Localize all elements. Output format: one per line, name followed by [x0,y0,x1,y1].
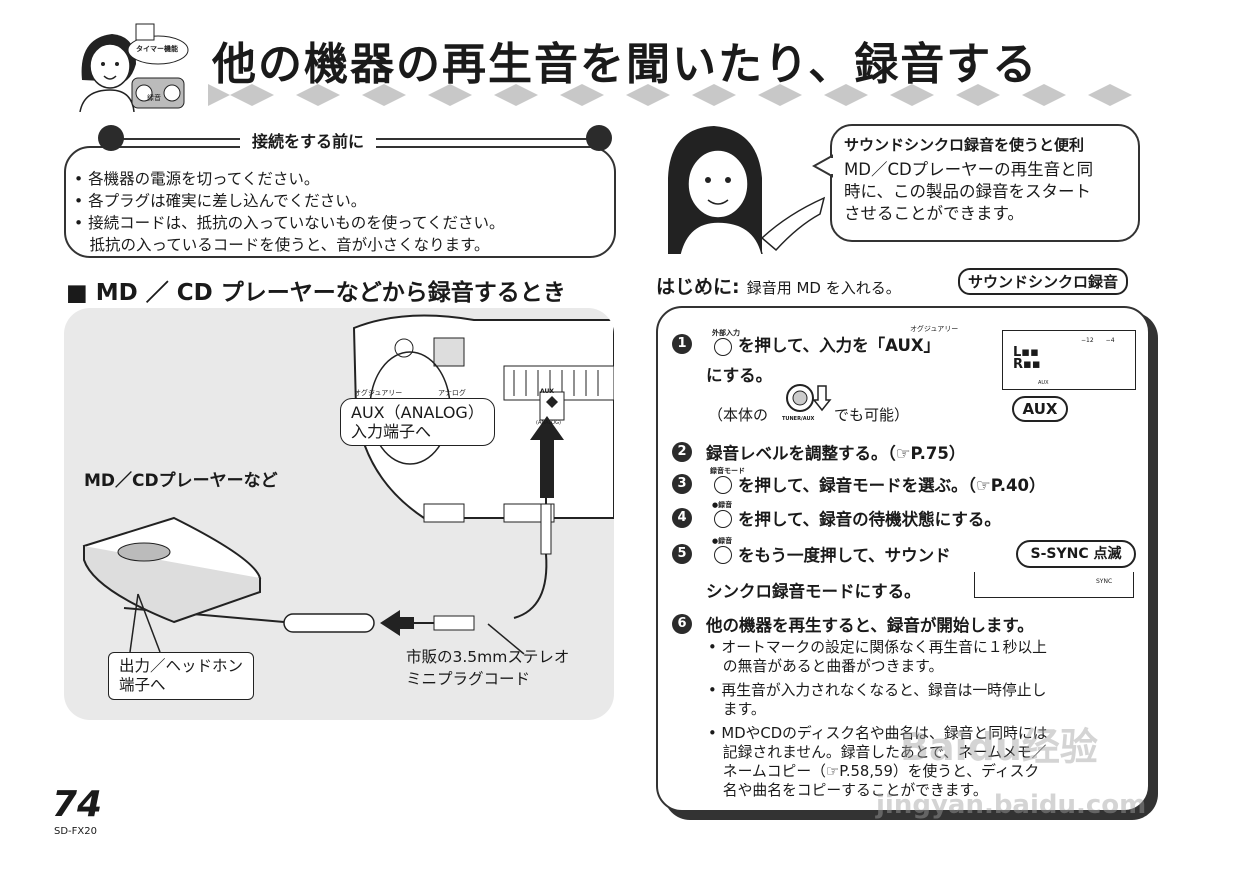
display-panel: L▪▪R▪▪ −12 −4 [1002,330,1136,390]
pin-icon [98,125,124,151]
step-number-icon: 4 [672,508,692,528]
step4-text: を押して、録音の待機状態にする。 [738,510,1001,529]
rec-mode-button-icon [714,476,732,494]
record-button-icon [714,546,732,564]
lr-meter-icon: L▪▪R▪▪ [1013,345,1041,372]
mascot-illustration [79,23,189,112]
intro-label: はじめに: [656,276,740,298]
prep-line: 抵抗の入っているコードを使うと、音が小さくなります。 [74,236,490,254]
rec-mode-label: 録音モード [710,467,745,475]
bubble-line: MD／CDプレーヤーの再生音と同 [844,160,1094,179]
sound-sync-tag: サウンドシンクロ録音 [958,268,1129,295]
model-number: SD-FX20 [54,826,97,837]
step6-bullet: 記録されません。録音したあとで、ネームメモ／ [708,744,1047,761]
prep-line: • 接続コードは、抵抗の入っていないものを使ってください。 [74,214,505,232]
pin-icon [586,125,612,151]
prep-title: 接続をする前に [240,128,377,152]
output-line2: 端子へ [119,676,166,694]
step1-alt-pre: （本体の [708,406,769,424]
step-number-icon: 6 [672,614,692,634]
step-number-icon: 2 [672,442,692,462]
prep-line: • 各プラグは確実に差し込んでください。 [74,192,367,210]
output-line1: 出力／ヘッドホン [119,657,244,675]
s-sync-pill: S-SYNC 点滅 [1016,540,1136,568]
page-number: 74 [52,784,103,825]
aux-ruby: オグジュアリー [910,325,959,333]
page-title: 他の機器の再生音を聞いたり、録音する [212,39,1039,90]
prep-notice-box: • 各機器の電源を切ってください。 • 各プラグは確実に差し込んでください。 •… [64,146,616,258]
step5-text: をもう一度押して、サウンド [738,546,951,565]
device-label: MD／CDプレーヤーなど [84,471,278,491]
display-aux-text: AUX [1038,380,1049,386]
step2-text: 録音レベルを調整する。（☞P.75） [706,444,966,463]
step1-text: を押して、入力を「AUX」 [738,336,941,355]
external-input-label: 外部入力 [712,329,740,337]
section-heading: ■ MD ／ CD プレーヤーなどから録音するとき [66,280,566,306]
external-input-button-icon [714,338,732,356]
step3-text: を押して、録音モードを選ぶ。（☞P.40） [738,476,1046,495]
step6-bullet: の無音があると曲番がつきます。 [708,658,944,675]
step6-bullet: ます。 [708,701,766,718]
steps-panel: 1 外部入力 オグジュアリー を押して、入力を「AUX」 にする。 （本体の T… [656,306,1150,812]
display-meter-scale: −12 −4 [1081,337,1115,344]
bubble-line: 時に、この製品の録音をスタート [844,182,1092,201]
analog-ruby: アナログ [438,389,466,397]
step5-text2: シンクロ録音モードにする。 [706,582,921,601]
step6-bullet: 名や曲名をコピーすることができます。 [708,782,988,799]
sync-display [974,572,1134,598]
jack-label: AUX [540,388,554,395]
step1-alt-post: でも可能） [834,406,910,424]
aux-input-callout: AUX（ANALOG） 入力端子へ [340,398,495,446]
tuner-aux-label: TUNER/AUX [782,416,815,422]
record-label: ●録音 [712,537,733,545]
step1-text2: にする。 [706,366,773,385]
sync-indicator: SYNC [1096,578,1113,585]
mascot-badge: タイマー機能 [136,45,178,53]
intro-row: はじめに: 録音用 MD を入れる。 [656,272,901,299]
step6-bullet: • MDやCDのディスク名や曲名は、録音と同時には [708,725,1048,742]
bubble-tail [812,154,834,178]
intro-text: 録音用 MD を入れる。 [746,279,901,297]
aux-ruby: オグジュアリー [354,389,403,397]
step-number-icon: 3 [672,474,692,494]
output-callout: 出力／ヘッドホン 端子へ [108,652,255,700]
step-number-icon: 1 [672,334,692,354]
step-number-icon: 5 [672,544,692,564]
step6-text: 他の機器を再生すると、録音が開始します。 [706,616,1034,635]
step6-bullet: • 再生音が入力されなくなると、録音は一時停止し [708,682,1047,699]
watermark-logo: Baidu经验 [900,725,1098,769]
step6-bullet: ネームコピー（☞P.58,59）を使うと、ディスク [708,763,1040,780]
aux-callout-line1: AUX（ANALOG） [351,403,484,422]
connection-diagram: オグジュアリー アナログ AUX（ANALOG） 入力端子へ AUX (ANAL… [64,308,614,720]
record-label: ●録音 [712,501,733,509]
tuner-aux-knob-icon [786,384,832,412]
record-button-icon [714,510,732,528]
watermark-url: jingyan.baidu.com [876,790,1147,820]
aux-callout-line2: 入力端子へ [351,422,432,441]
mascot-device-label: 録音 [147,94,161,102]
cord-line1: 市販の3.5mmステレオ [406,648,570,666]
speech-bubble: サウンドシンクロ録音を使うと便利 MD／CDプレーヤーの再生音と同 時に、この製… [830,124,1140,242]
cord-line2: ミニプラグコード [406,670,531,688]
presenter-illustration [668,126,826,254]
cord-callout: 市販の3.5mmステレオ ミニプラグコード [406,646,569,690]
diamond-strip [208,84,1148,106]
prep-line: • 各機器の電源を切ってください。 [74,170,320,188]
aux-pill: AUX [1012,396,1068,422]
jack-sublabel: (ANALOG) [536,420,561,426]
bubble-line: させることができます。 [844,204,1024,223]
step6-bullet: • オートマークの設定に関係なく再生音に１秒以上 [708,639,1047,656]
bubble-title: サウンドシンクロ録音を使うと便利 [844,136,1085,154]
